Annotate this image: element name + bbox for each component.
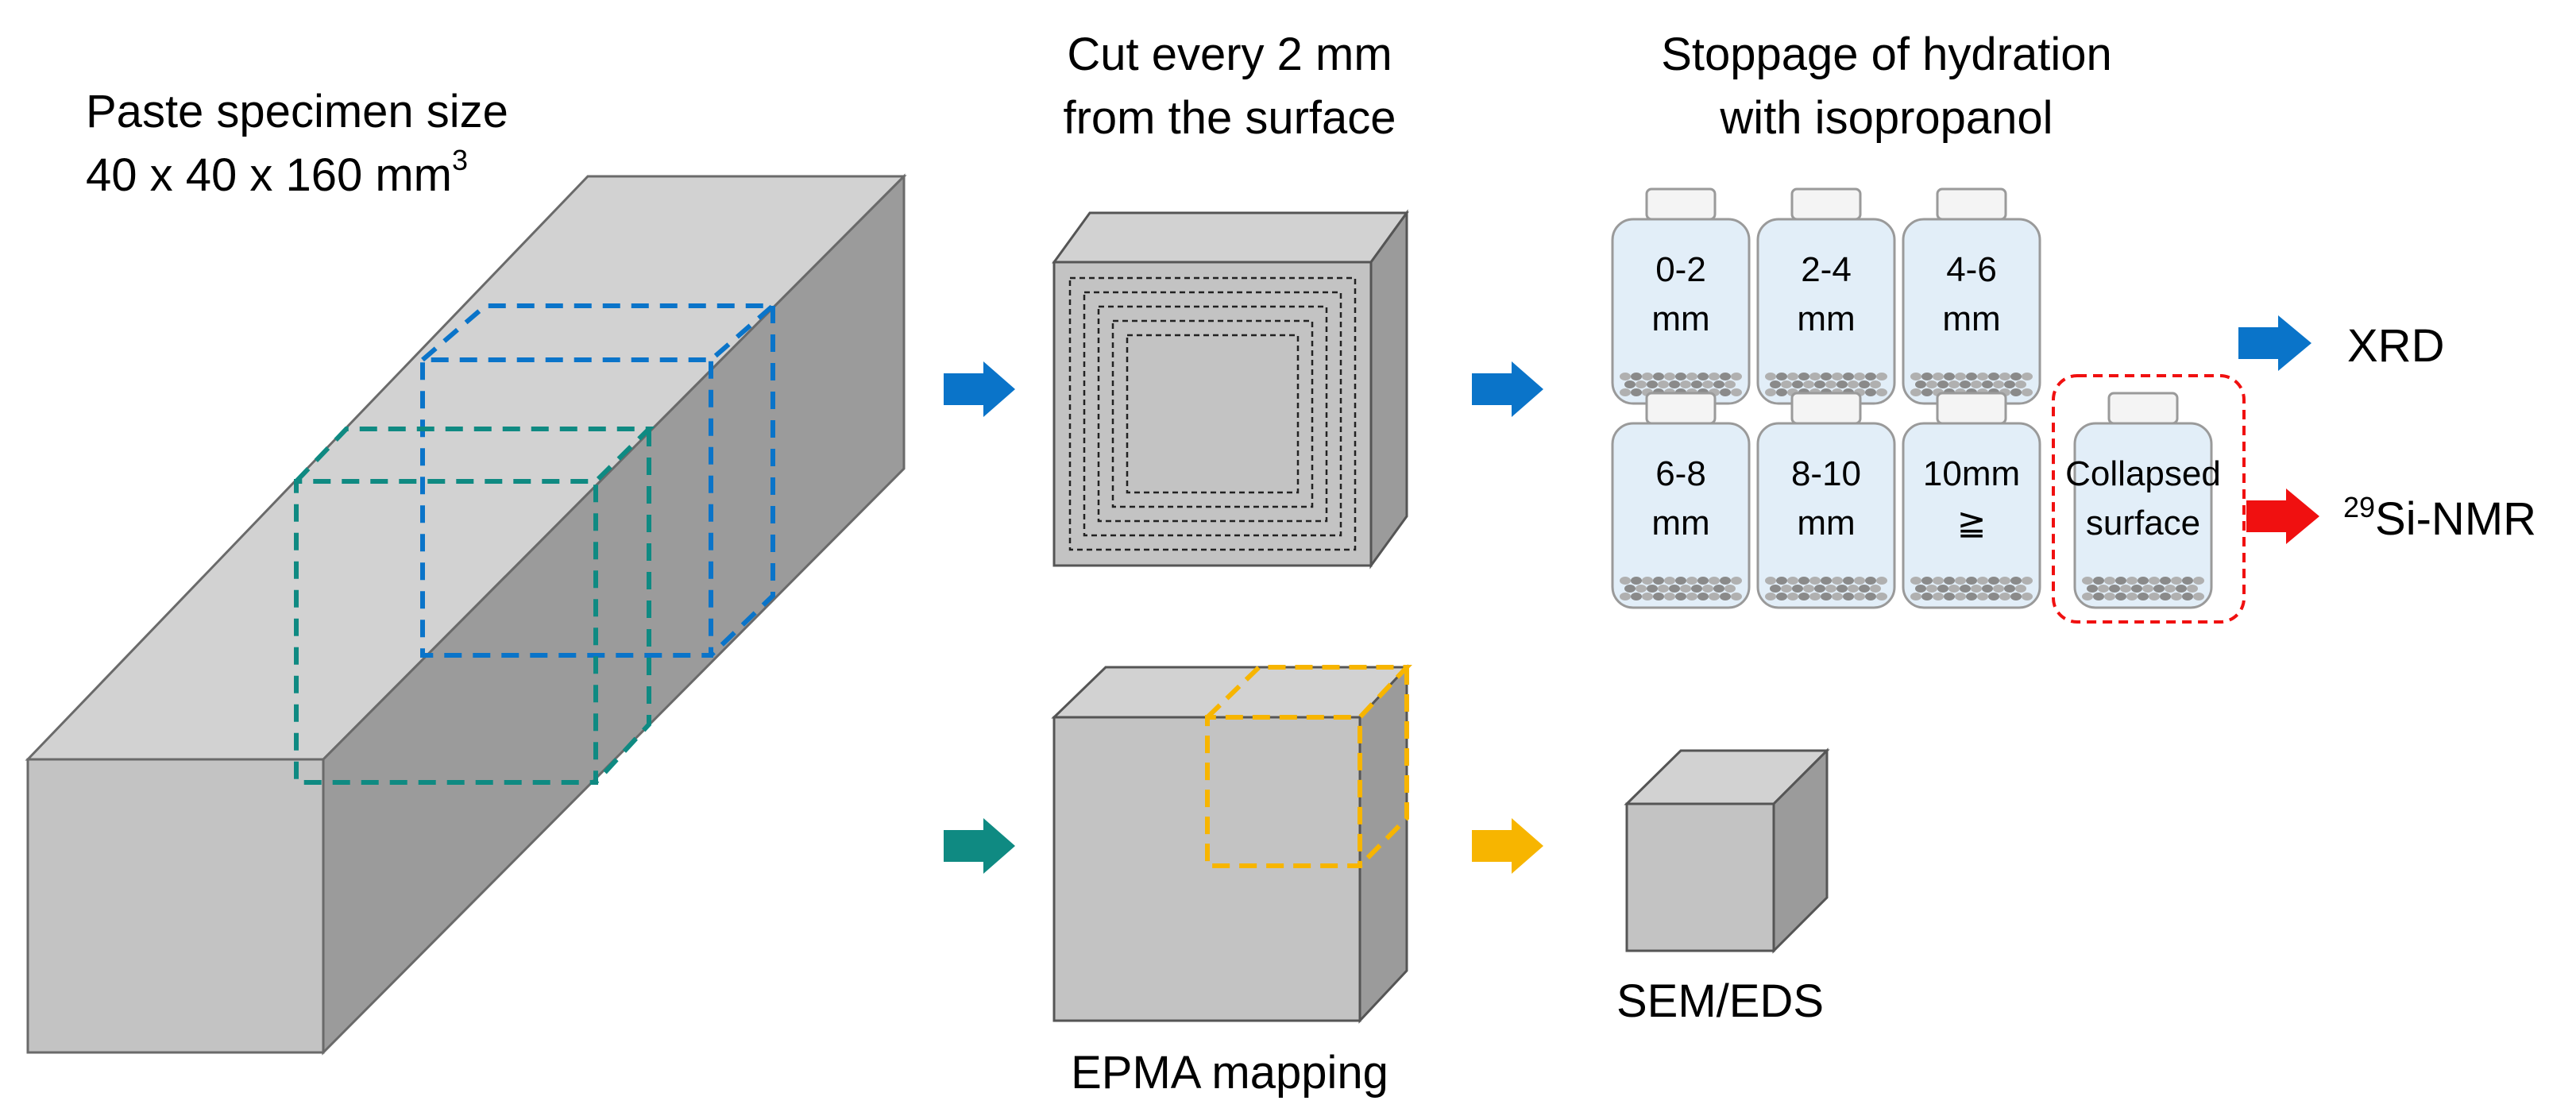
epma-sample-dashed-cube [1205, 665, 1412, 868]
jar-label-line1: 2-4 [1801, 250, 1852, 289]
sample-jar: 6-8 mm [1611, 392, 1751, 609]
jar-label-line1: Collapsed [2065, 454, 2221, 493]
cut-cube-front [1052, 261, 1373, 567]
arrow-red-nmr [2246, 488, 2319, 544]
sem-cube-front [1625, 802, 1775, 952]
jar-lid [1790, 187, 1862, 221]
sample-jar: 10mm ≧ [1902, 392, 2041, 609]
arrow-blue-1 [944, 361, 1015, 417]
jar-lid [1936, 392, 2007, 425]
hydration-title-line2: with isopropanol [1719, 92, 2053, 144]
epma-cube [1051, 664, 1412, 1024]
cutting-title-line1: Cut every 2 mm [1067, 29, 1392, 80]
jar-body [1902, 422, 2041, 609]
collapsed-surface-highlight [2052, 374, 2246, 624]
jar-label-line1: 4-6 [1946, 250, 1997, 289]
prism-teal-dashed-cube [294, 427, 655, 785]
hydration-title-line1: Stoppage of hydration [1661, 29, 2112, 80]
jar-body [2073, 422, 2213, 609]
epma-cube-side [1358, 664, 1408, 1024]
sample-jars: 0-2 mm 2-4 mm 4-6 mm 6-8 mm 8-10 mm 10mm ≧ Collapsed… [1611, 187, 2221, 609]
arrow-blue-2 [1472, 361, 1543, 417]
jar-sample-particles [2082, 577, 2204, 600]
jar-sample-particles [1620, 577, 1742, 600]
cut-cube-side [1369, 209, 1408, 570]
jar-sample-particles [1765, 577, 1887, 600]
xrd-label: XRD [2347, 320, 2444, 372]
cut-layer-lines [1068, 276, 1357, 551]
jar-label-line2: surface [2086, 504, 2200, 543]
sample-jar: 2-4 mm [1756, 187, 1896, 405]
jar-body [1611, 422, 1751, 609]
nmr-label: 29Si-NMR [2343, 491, 2536, 545]
specimen-size: 40 x 40 x 160 mm [86, 149, 452, 201]
sample-jar: Collapsed surface [2065, 392, 2221, 609]
cut-cube [1052, 209, 1409, 570]
jar-label-line2: ≧ [1957, 504, 1987, 543]
specimen-title-line1: Paste specimen size [86, 86, 508, 137]
specimen-title-line2: 40 x 40 x 160 mm3 [86, 144, 468, 201]
jar-label-line2: mm [1651, 504, 1709, 543]
sem-label: SEM/EDS [1616, 975, 1824, 1027]
jar-label-line1: 8-10 [1791, 454, 1861, 493]
specimen-prism [25, 173, 907, 1056]
sample-jar: 8-10 mm [1756, 392, 1896, 609]
jar-label-line1: 6-8 [1655, 454, 1706, 493]
arrow-yellow [1472, 818, 1543, 874]
prism-front-face [26, 758, 325, 1054]
arrow-blue-xrd [2238, 315, 2311, 371]
jar-lid [2107, 392, 2179, 425]
sample-jar: 4-6 mm [1902, 187, 2041, 405]
jar-body [1756, 422, 1896, 609]
specimen-size-exponent: 3 [452, 144, 468, 176]
prism-blue-dashed-cube [420, 303, 780, 658]
nmr-isotope-number: 29 [2343, 491, 2375, 523]
sem-cube [1624, 747, 1830, 954]
jar-lid [1936, 187, 2007, 221]
jar-sample-particles [1620, 373, 1742, 396]
sample-jar: 0-2 mm [1611, 187, 1751, 405]
cut-cube-top [1052, 211, 1409, 264]
jar-label-line1: 10mm [1923, 454, 2020, 493]
arrow-teal [944, 818, 1015, 874]
nmr-method: Si-NMR [2375, 493, 2536, 545]
jar-lid [1645, 392, 1717, 425]
epma-label: EPMA mapping [1071, 1047, 1388, 1099]
jar-label-line2: mm [1797, 299, 1855, 338]
jar-label-line1: 0-2 [1655, 250, 1706, 289]
jar-lid [1645, 187, 1717, 221]
jar-label-line2: mm [1942, 299, 2000, 338]
jar-label-line2: mm [1651, 299, 1709, 338]
jar-sample-particles [1910, 577, 2033, 600]
jar-lid [1790, 392, 1862, 425]
jar-label-line2: mm [1797, 504, 1855, 543]
cutting-title-line2: from the surface [1063, 92, 1396, 144]
